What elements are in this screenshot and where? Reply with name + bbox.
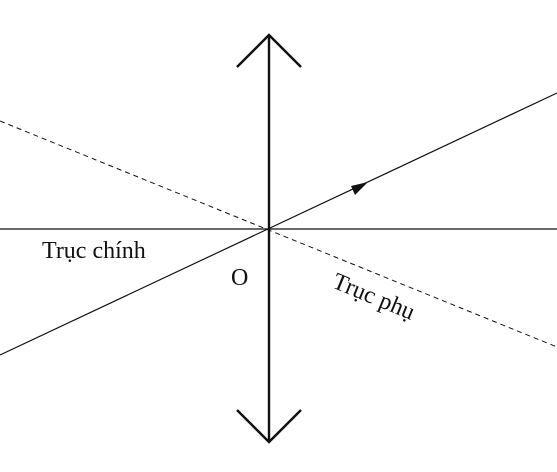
optical-center-label: O [231,265,248,291]
principal-axis-label: Trục chính [42,238,146,264]
converging-lens [236,33,302,444]
lens-top-arrow-icon [236,33,302,68]
ray-direction-arrow-icon [351,182,368,195]
lens-bottom-arrow-icon [236,409,302,444]
secondary-axis-line [0,120,557,348]
secondary-axis-label: Trục phụ [329,269,419,326]
light-ray [0,92,557,356]
